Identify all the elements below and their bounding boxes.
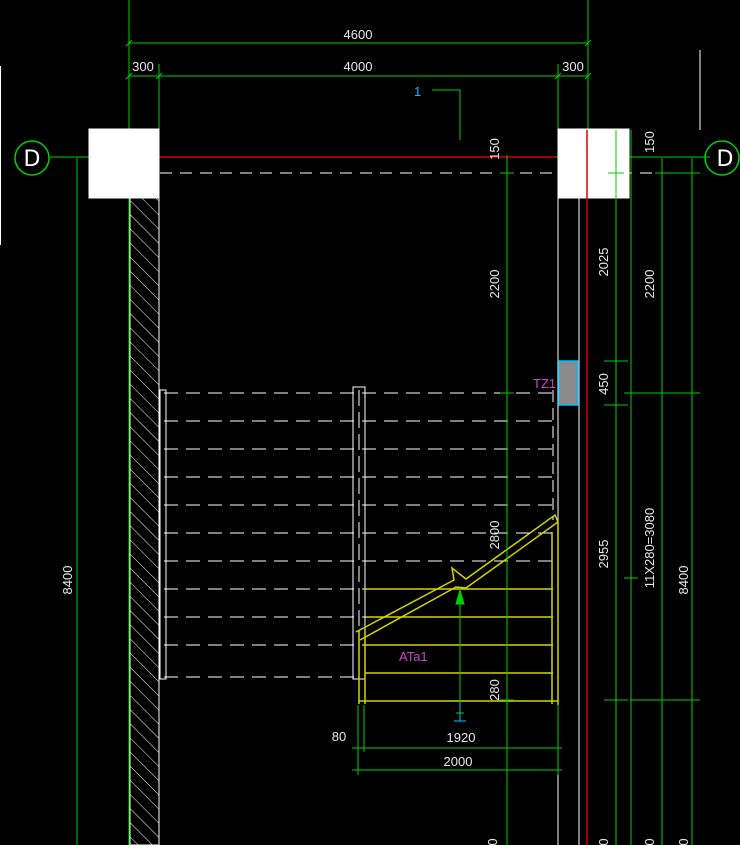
axis-bubble-left: D: [14, 140, 50, 176]
dim-left-wall-top: 300: [132, 59, 154, 74]
dim-bottom-offset: 80: [332, 729, 346, 744]
column-left: [88, 128, 160, 199]
dim-step-width: 280: [487, 679, 502, 701]
dim-left-overall: 8400: [60, 566, 75, 595]
axis-label-right: D: [717, 147, 734, 172]
edge-zero-2: 0: [596, 838, 611, 845]
dim-right-steps: 11X280=3080: [642, 508, 657, 588]
column-tz1: [558, 360, 579, 406]
dim-middle-lower: 2800: [487, 521, 502, 550]
axis-label-left: D: [24, 147, 41, 172]
right-dimension-chain-middle: [624, 130, 638, 845]
column-right: [557, 128, 630, 199]
dim-right-wall-top: 300: [562, 59, 584, 74]
middle-dimension-chain: [500, 155, 514, 845]
edge-zero-3: 0: [642, 838, 657, 845]
bottom-dimension-chain: [352, 705, 562, 775]
right-dimension-chain-inner: [604, 130, 628, 845]
right-dimension-chain-outer: [630, 158, 700, 845]
dim-clear-span-top: 4000: [344, 59, 373, 74]
left-wall-hatch: [129, 197, 160, 845]
dim-right-column: 450: [596, 373, 611, 395]
dim-right-inner-b: 2955: [596, 540, 611, 569]
column-tz1-label: TZ1: [533, 376, 556, 391]
dim-right-outer-a: 2200: [642, 270, 657, 299]
axis-bubble-right: D: [704, 140, 740, 176]
up-arrow: [454, 588, 466, 722]
dim-right-slab: 150: [642, 131, 657, 153]
dim-overall-top: 4600: [344, 27, 373, 42]
section-mark-label: 1: [414, 84, 421, 99]
flight-ata1-label: ATa1: [399, 649, 428, 664]
edge-zero-1: 0: [485, 838, 500, 845]
dim-bottom-overall: 2000: [444, 754, 473, 769]
dim-middle-upper: 2200: [487, 270, 502, 299]
lower-flight: [355, 513, 559, 704]
right-wall: [557, 130, 588, 845]
dim-right-overall: 8400: [676, 566, 691, 595]
dim-right-inner-a: 2025: [596, 248, 611, 277]
edge-zero-4: 0: [676, 838, 691, 845]
dim-middle-top-slab: 150: [487, 138, 502, 160]
dim-bottom-flight: 1920: [447, 730, 476, 745]
section-mark: 1: [414, 84, 461, 140]
